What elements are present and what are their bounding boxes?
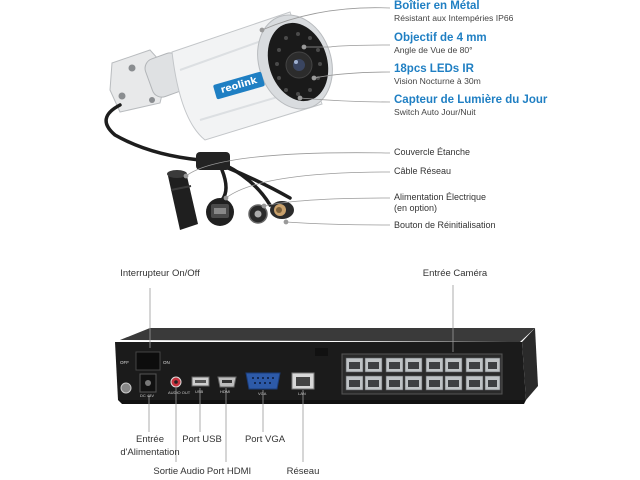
feature-title: Boîtier en Métal [394,0,480,12]
feature-subtitle: Vision Nocturne à 30m [394,76,481,86]
camera-cable [104,103,292,207]
nvr-top [120,328,535,342]
cable-leader-lines [183,152,391,226]
power-switch [135,351,161,371]
feature-title: 18pcs LEDs IR [394,63,474,75]
panel-text-lan: LAN [298,391,306,396]
camera-body [171,11,333,141]
label-hdmi-port: Port HDMI [206,466,252,477]
feature-metal-housing: Boîtier en Métal Résistant aux Intempéri… [394,0,513,23]
panel-text-on: ON [163,360,170,365]
label-audio-out: Sortie Audio [153,466,205,477]
feature-leader-lines [259,7,391,103]
waterproof-cover [167,170,198,230]
panel-text-vga: VGA [258,391,267,396]
power-connector [248,204,268,224]
vga-port [245,372,281,390]
feature-subtitle: Résistant aux Intempéries IP66 [394,13,514,23]
panel-text-hdmi: HDMI [220,389,231,394]
cable-splitter [196,152,230,170]
panel-text-usb: USB [195,389,204,394]
label-reset-button: Bouton de Réinitialisation [394,220,496,230]
label-power-switch: Interrupteur On/Off [120,268,200,279]
feature-title: Capteur de Lumière du Jour [394,94,548,106]
label-power-input-line2: d'Alimentation [120,447,180,458]
panel-text-dc: DC 48V [140,393,155,398]
ground-screw [120,382,132,394]
label-vga-port: Port VGA [244,434,286,445]
label-power-input: Entrée d'Alimentation [110,434,190,458]
panel-text-off: OFF [120,360,129,365]
label-camera-input: Entrée Caméra [422,268,488,279]
feature-title: Objectif de 4 mm [394,32,487,44]
reset-button-cable [270,201,294,219]
network-connector [206,198,234,226]
label-network-port: Réseau [286,466,320,477]
feature-subtitle: Angle de Vue de 80° [394,45,473,55]
feature-ir-leds: 18pcs LEDs IR Vision Nocturne à 30m [394,63,481,86]
label-network-cable: Câble Réseau [394,166,452,176]
feature-light-sensor: Capteur de Lumière du Jour Switch Auto J… [394,94,547,117]
label-waterproof-cover: Couvercle Étanche [394,147,471,157]
label-power-input-line1: Entrée [136,434,164,445]
feature-lens: Objectif de 4 mm Angle de Vue de 80° [394,32,487,55]
feature-subtitle: Switch Auto Jour/Nuit [394,107,476,117]
panel-text-audio: AUDIO OUT [168,390,191,395]
label-power-optional: (en option) [394,203,438,213]
label-usb-port: Port USB [182,434,222,445]
nvr-leader-lines [148,285,454,462]
poe-ports [345,357,501,391]
label-power-supply: Alimentation Électrique [394,192,487,202]
nvr-side [522,328,538,400]
